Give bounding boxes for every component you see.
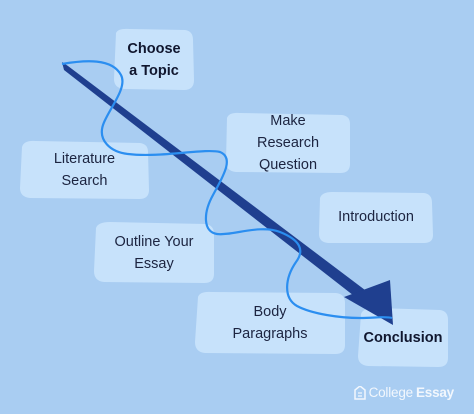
step-label: Conclusion	[363, 329, 443, 346]
logo-icon	[353, 385, 366, 400]
step-literature-search: Literature Search	[22, 143, 147, 197]
step-label: Outline Your Essay	[114, 233, 194, 272]
blob-introduction	[319, 192, 433, 243]
logo-text-essay: Essay	[415, 385, 454, 400]
step-body-paragraphs: Body Paragraphs	[197, 294, 343, 352]
step-introduction: Introduction	[321, 194, 431, 240]
blob-literature-search	[20, 140, 149, 199]
step-outline-your-essay: Outline Your Essay	[96, 224, 212, 281]
main-arrow	[62, 62, 393, 325]
wavy-path	[61, 60, 393, 320]
logo-text-college: College	[368, 385, 414, 400]
step-label: Choose a Topic	[127, 41, 181, 79]
blob-body-paragraphs	[195, 291, 345, 354]
blob-make-research-question	[226, 112, 350, 173]
blob-outline-your-essay	[94, 222, 214, 283]
step-label: Body Paragraphs	[232, 304, 308, 342]
step-label: Introduction	[338, 209, 414, 225]
blob-conclusion	[358, 308, 448, 367]
step-conclusion: Conclusion	[360, 310, 446, 365]
step-label: Make Research Question	[256, 113, 320, 173]
step-label: Literature Search	[53, 151, 116, 189]
arrow-shaft	[62, 62, 365, 299]
step-choose-topic: Choose a Topic	[116, 32, 192, 88]
step-make-research-question: Make Research Question	[228, 113, 348, 173]
blob-choose-topic	[114, 28, 194, 90]
arrow-head	[344, 280, 393, 325]
